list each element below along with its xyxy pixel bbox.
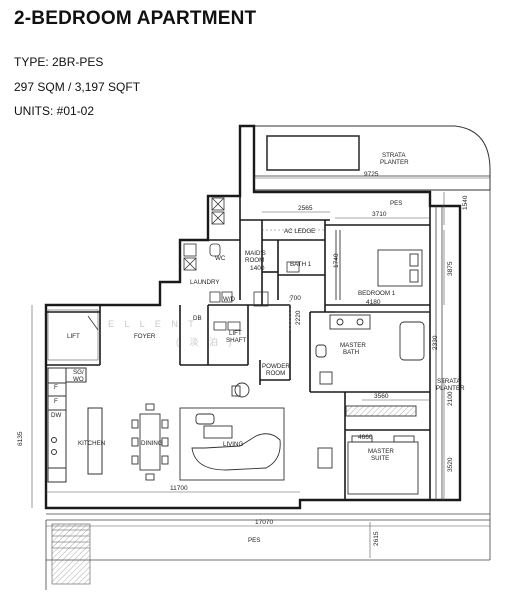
dim-11700: 11700 [170, 485, 188, 492]
watermark-line-2: ( 淡 泊 ) [176, 337, 236, 347]
top-planter [253, 125, 491, 191]
label-lift: LIFT [67, 333, 80, 340]
living-furniture [179, 382, 285, 481]
dim-3520: 3520 [447, 457, 454, 472]
label-fridge-1: F [54, 384, 58, 391]
kitchen-counter [47, 367, 103, 483]
label-wc: WC [215, 255, 226, 262]
plan-title: 2-BEDROOM APARTMENT [14, 8, 257, 29]
label-maids-room: MAID'S [245, 250, 266, 257]
label-strata-planter-right-2: PLANTER [436, 385, 465, 392]
label-master-bath: MASTER [340, 342, 366, 349]
master-suite-bed [317, 405, 419, 495]
label-strata-planter-top: STRATA [382, 152, 406, 159]
dim-1540: 1540 [462, 195, 469, 210]
dim-9725: 9725 [364, 171, 379, 178]
label-db: DB [193, 315, 202, 322]
label-master-suite: MASTER [368, 448, 394, 455]
label-powder: POWDER [262, 363, 290, 370]
label-living: LIVING [223, 441, 243, 448]
label-dw: DW [51, 412, 61, 419]
dim-2220: 2220 [295, 310, 302, 325]
label-maids-room-2: ROOM [245, 257, 264, 264]
label-sg: SG/ [73, 369, 84, 376]
label-fridge-2: F [54, 398, 58, 405]
label-pes-bottom: PES [248, 537, 260, 544]
dimension-lines [31, 177, 490, 558]
label-kitchen: KITCHEN [78, 440, 105, 447]
dining-table [131, 403, 169, 481]
unit-numbers: UNITS: #01-02 [14, 104, 95, 118]
unit-type: TYPE: 2BR-PES [14, 55, 104, 69]
label-dining: DINING [141, 440, 163, 447]
dim-700: 700 [290, 295, 301, 302]
label-lift-shaft-2: SHAFT [226, 337, 247, 344]
unit-area: 297 SQM / 3,197 SQFT [14, 80, 141, 94]
label-pes-top: PES [390, 200, 402, 207]
stair-hatch [51, 523, 91, 585]
label-strata-planter-right: STRATA [437, 378, 461, 385]
dim-3875: 3875 [447, 261, 454, 276]
dim-6135: 6135 [17, 431, 24, 446]
dim-4660: 4660 [358, 434, 373, 441]
label-wo: WO [73, 376, 84, 383]
label-powder-2: ROOM [266, 370, 285, 377]
dim-2565: 2565 [298, 205, 313, 212]
label-strata-planter-top-2: PLANTER [380, 159, 409, 166]
dim-2615: 2615 [373, 531, 380, 546]
label-ac-ledge: AC LEDGE [284, 228, 315, 235]
dim-2330: 2330 [432, 335, 439, 350]
dim-4180: 4180 [366, 299, 381, 306]
label-lift-shaft: LIFT [229, 330, 242, 337]
dim-3710: 3710 [372, 211, 387, 218]
bedroom1-bed [335, 230, 423, 300]
label-master-bath-2: BATH [343, 349, 359, 356]
label-bedroom1: BEDROOM 1 [358, 290, 396, 297]
dim-3560: 3560 [374, 393, 389, 400]
glazing [45, 190, 491, 590]
room-labels: STRATA PLANTER PES AC LEDGE WC MAID'S RO… [51, 152, 465, 544]
label-bath1: BATH 1 [290, 261, 312, 268]
dimension-labels: 9725 1540 2565 3710 1400 1740 3875 700 4… [17, 171, 469, 546]
master-bath-fixtures [315, 314, 425, 385]
watermark-line-1: E L L E N T [108, 319, 198, 329]
dim-17070: 17070 [255, 519, 273, 526]
outer-walls [44, 124, 462, 510]
dim-1740: 1740 [333, 253, 340, 268]
label-laundry: LAUNDRY [190, 279, 219, 286]
service-fixtures [47, 197, 300, 361]
dim-1400: 1400 [250, 265, 265, 272]
label-master-suite-2: SUITE [371, 455, 389, 462]
label-foyer: FOYER [134, 333, 156, 340]
label-wd: W/D [223, 296, 236, 303]
dim-2100: 2100 [447, 391, 454, 406]
